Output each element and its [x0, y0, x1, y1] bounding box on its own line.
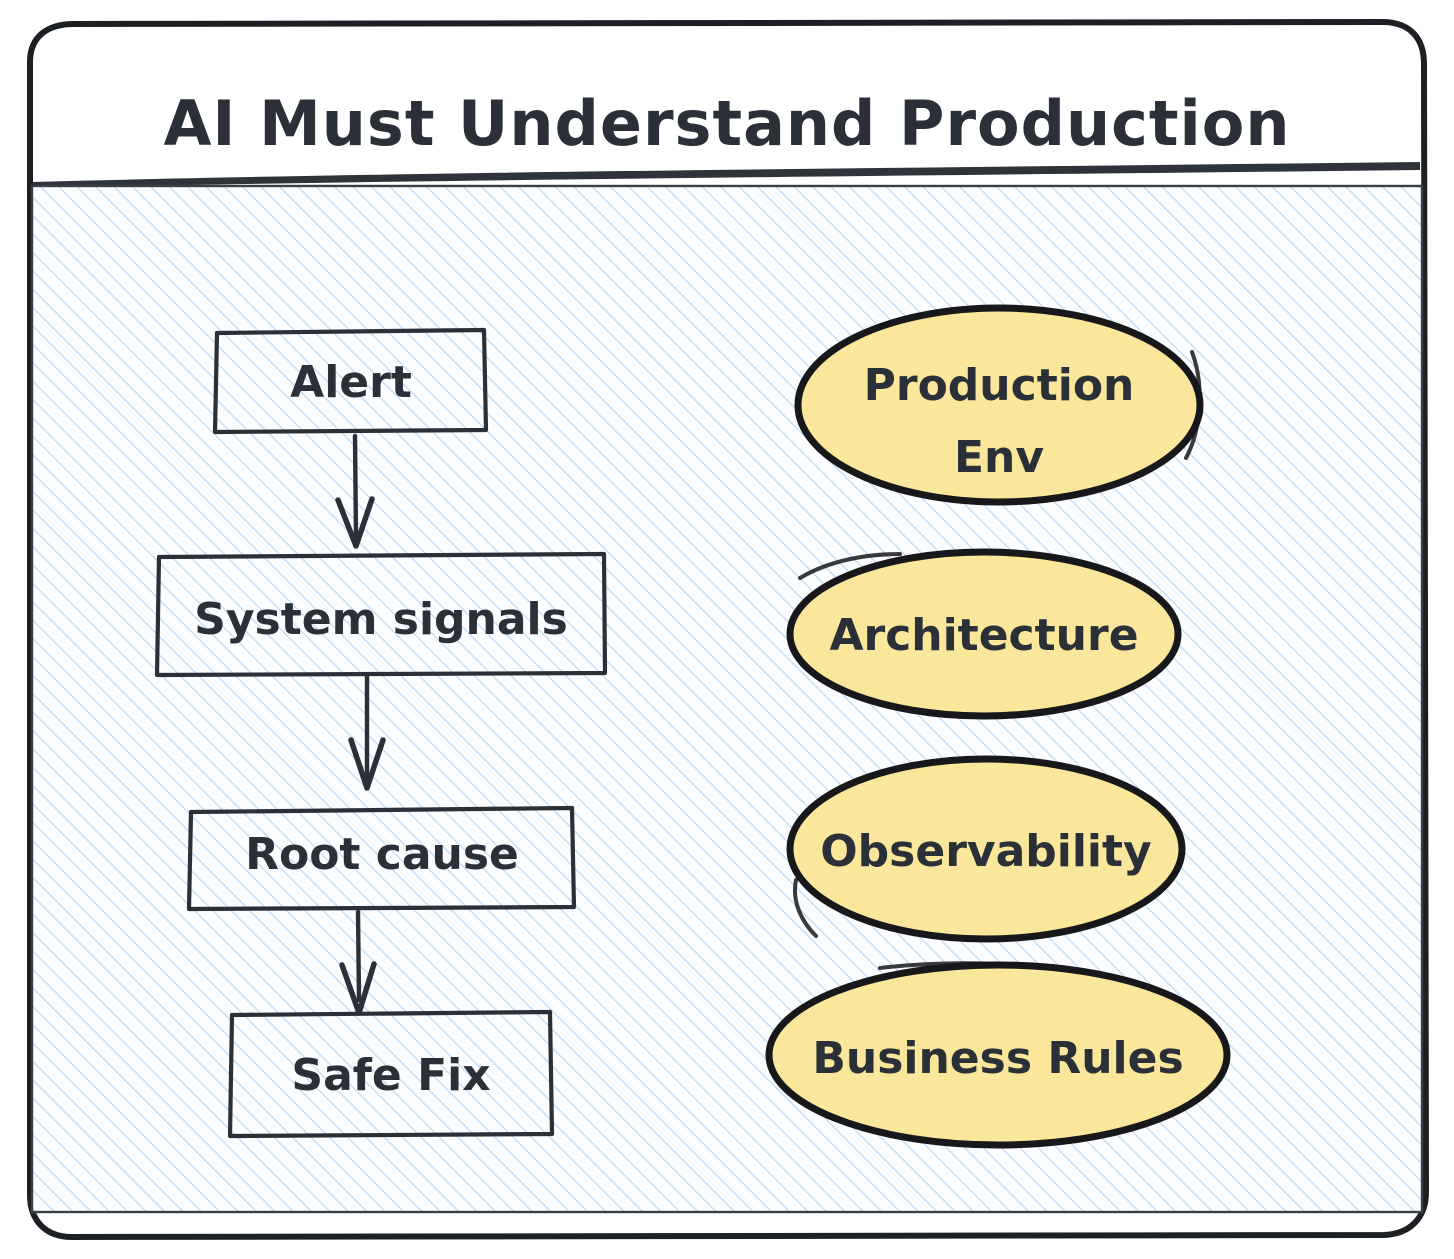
- context-node-architecture[interactable]: Architecture: [786, 548, 1182, 720]
- context-node-label: Observability: [820, 826, 1151, 877]
- flow-node-label: Alert: [290, 357, 412, 408]
- flow-edge-alert-to-system-signals: [335, 433, 375, 549]
- flow-node-label: System signals: [194, 594, 568, 645]
- context-node-label: Architecture: [829, 610, 1138, 661]
- context-node-label-line-1: Production: [864, 360, 1135, 411]
- context-node-business-rules[interactable]: Business Rules: [765, 961, 1231, 1149]
- diagram-title: AI Must Understand Production: [163, 87, 1290, 160]
- flow-node-label: Root cause: [245, 829, 519, 880]
- title-divider: [33, 162, 1420, 188]
- flow-node-root-cause[interactable]: Root cause: [186, 805, 577, 912]
- context-node-label: Business Rules: [812, 1033, 1183, 1084]
- flow-node-alert[interactable]: Alert: [212, 327, 489, 435]
- context-node-observability[interactable]: Observability: [786, 755, 1186, 943]
- flow-node-system-signals[interactable]: System signals: [154, 551, 608, 678]
- flow-edge-system-signals-to-root-cause: [348, 673, 386, 791]
- flow-node-label: Safe Fix: [291, 1050, 490, 1101]
- window-frame: [27, 18, 1430, 1241]
- context-node-label-line-2: Env: [954, 432, 1044, 483]
- flow-node-safe-fix[interactable]: Safe Fix: [227, 1009, 555, 1139]
- page-title: AI Must Understand Production: [163, 87, 1290, 160]
- context-node-production-env[interactable]: Production Env: [794, 304, 1204, 506]
